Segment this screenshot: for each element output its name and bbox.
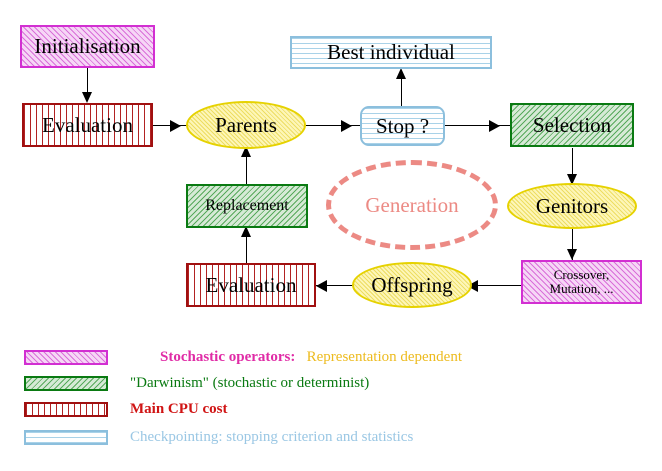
node-replacement[interactable]: Replacement [186,184,308,228]
edge-evaluation-to-replacement [246,228,247,264]
legend-item-darwinism: "Darwinism" (stochastic or determinist) [24,370,462,396]
node-evaluation-top[interactable]: Evaluation [22,103,153,147]
legend-label-main-cpu-cost: Main CPU cost [130,400,228,417]
legend-label-stochastic-operators: Stochastic operators: Representation dep… [130,332,462,383]
arrowhead-initialisation-to-evaluation [82,92,92,103]
operators-label-line2: Mutation, ... [549,281,614,296]
best-individual-label: Best individual [327,40,455,65]
legend-swatch-blue-horizontal-hatch [24,429,108,445]
edge-selection-to-genitors [572,148,573,186]
operators-label-line1: Crossover, [553,267,610,283]
legend-swatch-magenta-diagonal-hatch [24,349,108,365]
edge-parents-to-stop [306,125,360,126]
legend-label-stochastic-operators-part2: Representation dependent [306,348,463,365]
arrowhead-stop-to-selection [489,120,500,132]
arrowhead-offspring-to-evaluation [316,280,327,292]
genitors-label: Genitors [535,193,609,218]
selection-label: Selection [532,112,612,137]
evaluation-top-label: Evaluation [42,112,133,137]
legend-swatch-red-vertical-hatch [24,401,108,417]
legend-item-checkpointing: Checkpointing: stopping criterion and st… [24,422,462,452]
generation-label: Generation [365,192,459,217]
node-evaluation-bottom[interactable]: Evaluation [186,263,316,307]
edge-genitors-to-operators [572,228,573,260]
node-parents[interactable]: Parents [186,101,306,149]
initialisation-label: Initialisation [34,34,141,59]
evaluation-bottom-label: Evaluation [205,272,297,297]
edge-initialisation-to-evaluation [87,68,88,94]
offspring-label: Offspring [371,272,453,297]
edge-stop-to-selection [445,125,510,126]
arrowhead-genitors-to-operators [567,249,577,260]
edge-offspring-to-evaluation [316,285,366,286]
node-initialisation[interactable]: Initialisation [20,25,155,68]
arrowhead-operators-to-offspring [467,280,478,292]
legend-label-checkpointing: Checkpointing: stopping criterion and st… [130,428,414,445]
arrowhead-evaluation-to-replacement [241,226,251,237]
legend-item-stochastic-operators: Stochastic operators: Representation dep… [24,344,462,370]
arrowhead-parents-to-stop [341,120,352,132]
edge-replacement-to-parents [246,148,247,186]
replacement-label: Replacement [205,196,289,214]
node-stop[interactable]: Stop ? [360,106,445,146]
legend-label-darwinism: "Darwinism" (stochastic or determinist) [130,374,370,391]
legend-swatch-green-diagonal-hatch [24,375,108,391]
arrowhead-selection-to-genitors [567,174,577,185]
node-selection[interactable]: Selection [510,103,634,147]
arrowhead-stop-to-best-individual [396,68,406,79]
node-offspring[interactable]: Offspring [352,262,472,308]
edge-operators-to-offspring [467,285,522,286]
node-best-individual[interactable]: Best individual [290,36,492,69]
edge-stop-to-best-individual [401,70,402,106]
legend: Stochastic operators: Representation dep… [24,344,462,452]
parents-label: Parents [215,112,277,137]
node-operators[interactable]: Crossover, Mutation, ... [521,260,642,304]
stop-label: Stop ? [375,113,430,138]
generation-loop-ellipse: Generation [326,160,498,250]
legend-item-main-cpu-cost: Main CPU cost [24,396,462,422]
legend-label-stochastic-operators-part1: Stochastic operators: [160,348,296,365]
node-genitors[interactable]: Genitors [507,183,637,229]
arrowhead-evaluation-to-parents [170,120,181,132]
arrowhead-replacement-to-parents [241,146,251,157]
